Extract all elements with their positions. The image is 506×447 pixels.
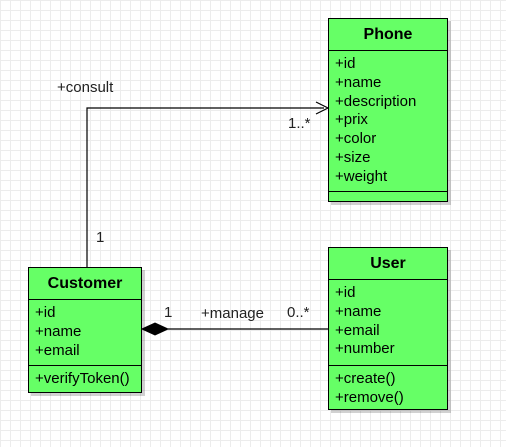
user-attribute: +email [335, 321, 380, 339]
class-customer-methods: +verifyToken() [29, 366, 141, 393]
class-user[interactable]: User +id +name +email +number +create() … [328, 247, 448, 410]
phone-attribute: +description [335, 92, 417, 110]
user-attribute: +number [335, 340, 395, 358]
user-attribute: +name [335, 302, 382, 320]
class-phone-attributes: +id +name +description +prix +color +siz… [329, 51, 447, 192]
class-phone[interactable]: Phone +id +name +description +prix +colo… [328, 18, 448, 202]
customer-method: +verifyToken() [35, 370, 130, 387]
consult-source-multiplicity: 1 [96, 229, 105, 246]
user-method: +remove() [335, 388, 404, 406]
class-user-name: User [329, 248, 447, 280]
phone-attribute: +size [335, 148, 371, 166]
phone-attribute: +color [335, 130, 377, 148]
customer-attribute: +name [35, 322, 82, 340]
class-user-attributes: +id +name +email +number [329, 280, 447, 366]
user-attribute: +id [335, 284, 356, 301]
customer-attribute: +email [35, 341, 80, 359]
class-customer-name: Customer [29, 268, 141, 300]
class-customer[interactable]: Customer +id +name +email +verifyToken() [28, 267, 142, 393]
manage-target-multiplicity: 0..* [287, 304, 310, 321]
phone-attribute: +id [335, 55, 356, 72]
customer-attribute: +id [35, 304, 56, 321]
class-phone-methods [329, 192, 447, 200]
phone-attribute: +name [335, 73, 382, 91]
manage-role-label: +manage [201, 305, 264, 322]
phone-attribute: +weight [335, 167, 388, 185]
class-phone-name: Phone [329, 19, 447, 51]
manage-source-multiplicity: 1 [164, 304, 173, 321]
phone-attribute: +prix [335, 111, 368, 129]
consult-target-multiplicity: 1..* [288, 115, 311, 132]
user-method: +create() [335, 370, 396, 387]
composition-diamond [140, 322, 170, 336]
class-customer-attributes: +id +name +email [29, 300, 141, 366]
class-user-methods: +create() +remove() [329, 366, 447, 412]
consult-edge[interactable] [86, 107, 324, 267]
consult-role-label: +consult [57, 79, 114, 96]
